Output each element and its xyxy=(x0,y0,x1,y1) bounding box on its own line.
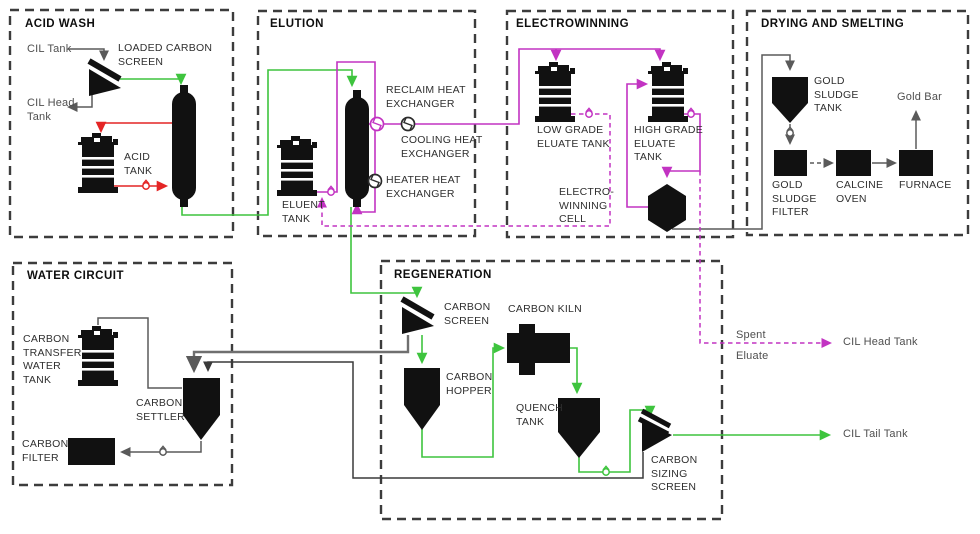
high-grade-eluate-tank-shape xyxy=(648,62,688,122)
sludge-pump-icon xyxy=(786,126,794,137)
ew-cell-to-gold-sludge-line xyxy=(672,54,796,230)
carbon-screen-undersize-line xyxy=(185,335,410,374)
elution-column-to-carbon-screen-line xyxy=(350,207,423,299)
furnace-shape xyxy=(899,150,933,176)
section-title-regeneration: REGENERATION xyxy=(394,269,492,281)
carbon-kiln-top-stub xyxy=(519,324,535,334)
eluent-tank-shape xyxy=(277,136,317,196)
screen-to-acid-column-line xyxy=(120,73,187,86)
elution-column-bottom-nub xyxy=(353,197,361,207)
label-carbon-screen: CARBON SCREEN xyxy=(444,301,491,327)
acid-column-to-elution-column-line xyxy=(181,69,358,216)
settler-pump-icon xyxy=(159,445,167,456)
hopper-to-kiln-line xyxy=(421,342,506,458)
carbon-hopper-shape xyxy=(404,368,440,430)
label-loaded-carbon-screen: LOADED CARBON SCREEN xyxy=(118,42,213,68)
quench-tank-shape xyxy=(558,398,600,458)
regeneration-box xyxy=(379,259,724,521)
carbon-filter-shape xyxy=(68,438,115,465)
label-carbon-settler: CARBON SETTLER xyxy=(136,397,186,423)
carbon-kiln-shape xyxy=(507,333,570,363)
section-title-elution: ELUTION xyxy=(270,18,324,30)
gold-sludge-tank-shape xyxy=(772,77,808,123)
settler-to-filter-line xyxy=(120,441,202,458)
label-cil-head-tank: CIL Head Tank xyxy=(843,336,918,348)
calcine-oven-shape xyxy=(836,150,871,176)
carbon-screen-shape xyxy=(402,299,434,334)
label-cil-head-tank-acid: CIL Head Tank xyxy=(27,97,75,123)
eluent-pump-icon xyxy=(327,185,335,196)
label-eluent-tank: ELUENT TANK xyxy=(282,199,325,225)
label-furnace: FURNACE xyxy=(899,179,952,191)
label-acid-tank: ACID TANK xyxy=(124,151,153,177)
label-spent-eluate: Spent Eluate xyxy=(736,329,769,362)
label-quench-tank: QUENCH TANK xyxy=(516,402,564,428)
label-carbon-filter: CARBON FILTER xyxy=(22,438,69,464)
carbon-settler-shape xyxy=(183,378,220,440)
elution-box xyxy=(256,9,477,238)
low-grade-recycle-line xyxy=(316,113,611,227)
carbon-transfer-water-tank-shape xyxy=(78,326,118,386)
column-to-acid-tank-line xyxy=(95,121,172,134)
eluent-tank-to-column-line xyxy=(313,61,376,215)
label-cil-tank: CIL Tank xyxy=(27,43,72,55)
label-ew-cell: ELECTRO- WINNING CELL xyxy=(559,186,615,225)
acid-pump-icon xyxy=(142,179,150,190)
section-title-drying-smelting: DRYING AND SMELTING xyxy=(761,18,905,30)
label-low-grade-tank: LOW GRADE ELUATE TANK xyxy=(537,124,610,150)
label-cil-tail-tank: CIL Tail Tank xyxy=(843,428,908,440)
label-reclaim-hx: RECLAIM HEAT EXCHANGER xyxy=(386,84,466,110)
label-gold-sludge-tank: GOLD SLUDGE TANK xyxy=(814,75,859,114)
section-title-acid-wash: ACID WASH xyxy=(25,18,96,30)
spent-eluate-line xyxy=(699,171,832,349)
water-circuit-box xyxy=(11,261,234,487)
electrowinning-box xyxy=(505,9,735,239)
cooling-heat-exchanger-icon xyxy=(400,116,416,132)
quench-to-sizing-screen-line xyxy=(578,405,656,473)
low-grade-pump-icon xyxy=(585,107,593,118)
quench-pump-icon xyxy=(602,465,610,476)
electrowinning-cell-shape xyxy=(648,184,686,232)
high-grade-pump-icon xyxy=(687,107,695,118)
label-calcine-oven: CALCINE OVEN xyxy=(836,179,884,205)
screen-to-cil-head-line xyxy=(67,94,93,113)
label-cooling-hx: COOLING HEAT EXCHANGER xyxy=(401,134,483,160)
kiln-to-quench-line xyxy=(570,347,583,395)
gold-sludge-filter-shape xyxy=(774,150,807,176)
carbon-kiln-bottom-stub xyxy=(519,362,535,375)
acid-wash-box xyxy=(8,8,235,239)
elution-column-top-nub xyxy=(353,90,361,100)
loaded-carbon-screen-shape xyxy=(89,61,121,96)
acid-column-bottom-nub xyxy=(180,197,188,207)
ew-cell-to-high-grade-line xyxy=(626,78,650,208)
water-tank-to-settler-line xyxy=(97,317,182,389)
label-gold-sludge-filter: GOLD SLUDGE FILTER xyxy=(772,179,817,218)
cil-tank-to-screen-line xyxy=(68,48,110,61)
acid-column-top-nub xyxy=(180,85,188,95)
acid-tank-shape xyxy=(78,133,118,193)
section-title-electrowinning: ELECTROWINNING xyxy=(516,18,630,30)
label-carbon-transfer-water-tank: CARBON TRANSFER WATER TANK xyxy=(23,333,82,386)
label-gold-bar: Gold Bar xyxy=(897,91,943,103)
drying-smelting-box xyxy=(745,9,970,237)
heater-heat-exchanger-icon xyxy=(367,173,383,189)
low-grade-eluate-tank-shape xyxy=(535,62,575,122)
label-carbon-kiln: CARBON KILN xyxy=(508,303,582,315)
sizing-screen-undersize-line xyxy=(202,361,644,479)
label-heater-hx: HEATER HEAT EXCHANGER xyxy=(386,174,461,200)
elution-column xyxy=(345,97,369,200)
label-carbon-hopper: CARBON HOPPER xyxy=(446,371,493,397)
label-carbon-sizing-screen: CARBON SIZING SCREEN xyxy=(651,454,698,493)
carbon-sizing-screen-shape xyxy=(639,411,672,452)
eluate-to-tanks-line xyxy=(369,48,666,125)
acid-wash-column xyxy=(172,92,196,200)
section-title-water-circuit: WATER CIRCUIT xyxy=(27,270,125,282)
reclaim-heat-exchanger-icon xyxy=(369,116,385,132)
label-high-grade-tank: HIGH GRADE ELUATE TANK xyxy=(634,124,704,163)
